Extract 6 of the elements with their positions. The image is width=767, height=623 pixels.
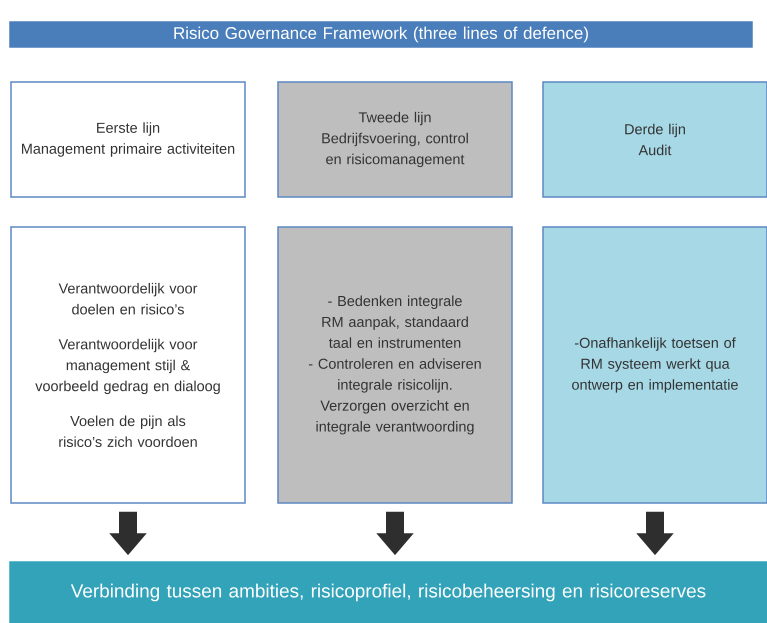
result-band: Verbinding tussen ambities, risicoprofiel, risicobeheersing en risicoreserves (9, 561, 767, 623)
line-box: Derde lijn Audit (542, 81, 767, 198)
responsibility-box: Verantwoordelijk voor doelen en risico’s Verantwoordelijk voor management stijl & voorbeeld gedrag en dialoog Voelen de pijn als risico’s zich voordoen (10, 226, 246, 504)
title-band: Risico Governance Framework (three lines of defence) (9, 21, 753, 48)
responsibility-box: - Bedenken integrale RM aanpak, standaard taal en instrumenten - Controleren en adviseren integrale risicolijn. Verzorgen overzicht en integrale verantwoording (277, 226, 513, 504)
responsibility-box: -Onafhankelijk toetsen of RM systeem werkt qua ontwerp en implementatie (542, 226, 767, 504)
